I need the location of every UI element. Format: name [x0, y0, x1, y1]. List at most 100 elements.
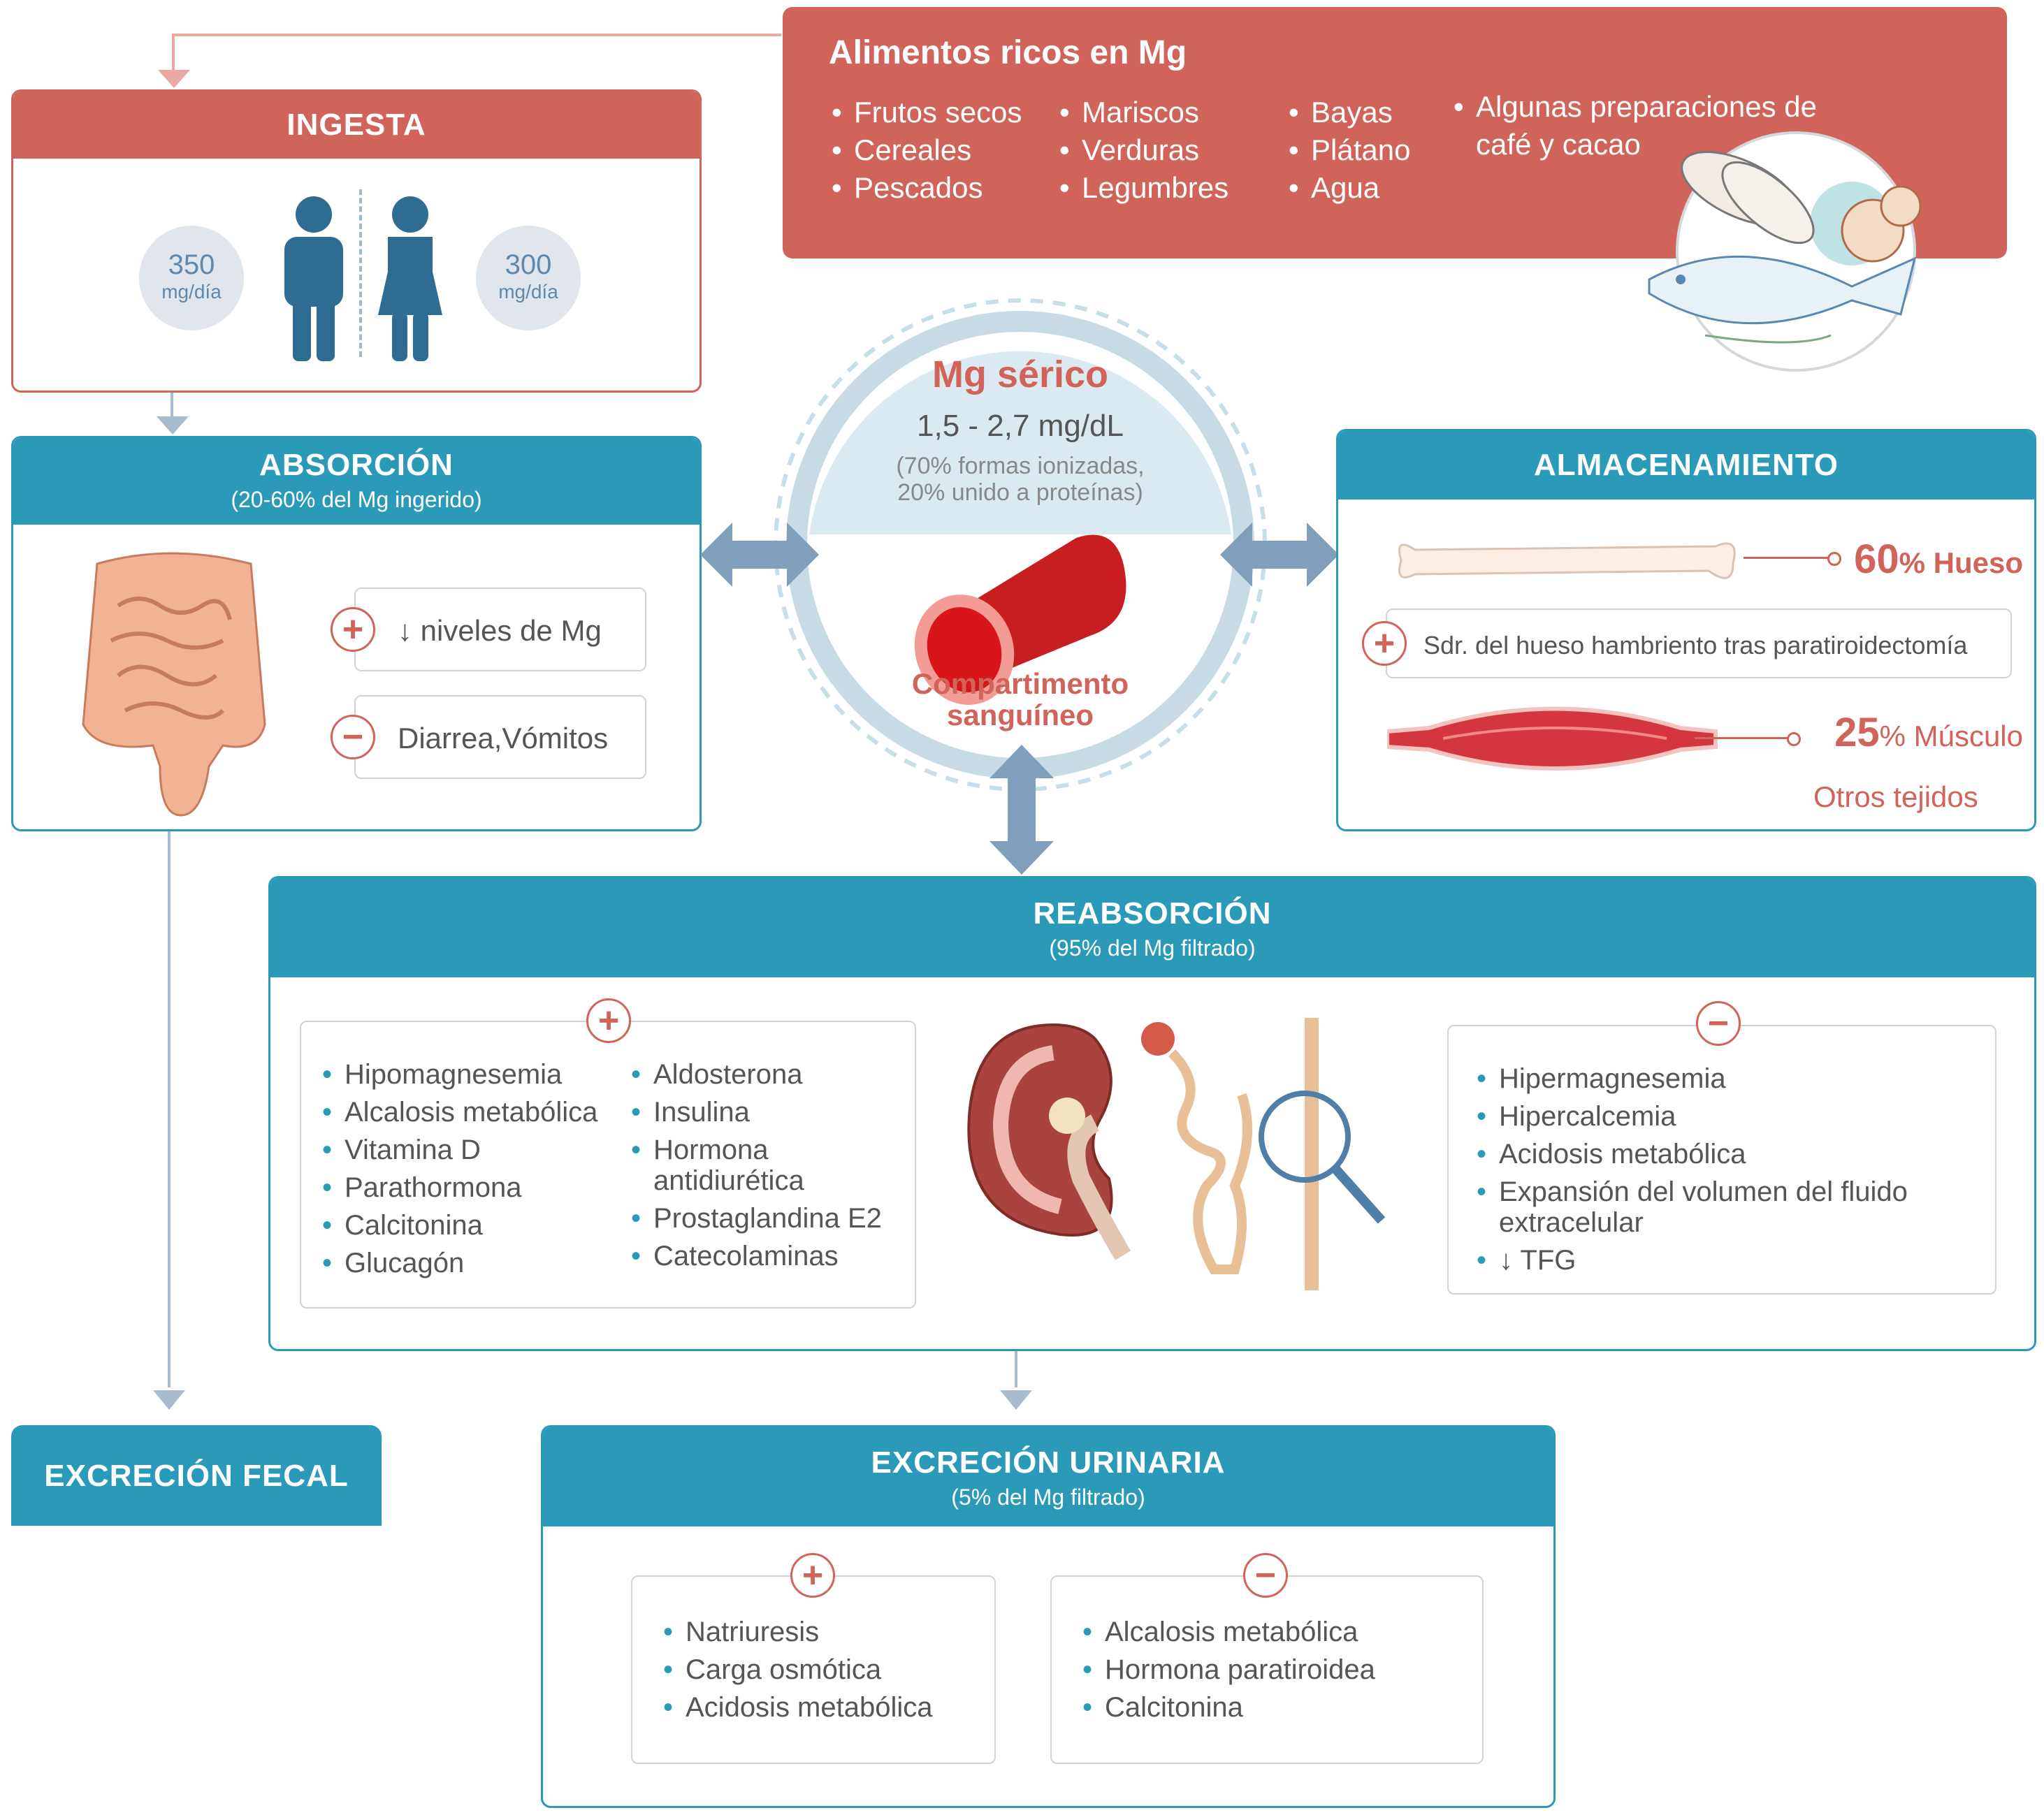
bone-label: % Hueso: [1899, 546, 2023, 579]
food-item: Frutos secos: [832, 94, 1022, 131]
almacenamiento-header: ALMACENAMIENTO: [1338, 431, 2034, 500]
kidney-illustration: [967, 1023, 1131, 1260]
serum-title: Mg sérico: [932, 353, 1109, 395]
muscle-stat: 25% Músculo: [1785, 709, 2023, 756]
muscle-icon: [1387, 706, 1718, 771]
muscle-connector-dot: [1787, 732, 1801, 746]
factor-item: Catecolaminas: [631, 1237, 904, 1275]
urinaria-panel: EXCRECIÓN URINARIA (5% del Mg filtrado) …: [541, 1425, 1556, 1808]
female-dose-value: 300: [505, 249, 552, 280]
factor-item: Calcitonina: [322, 1207, 597, 1244]
reabsorcion-minus-icon: −: [1696, 1001, 1741, 1046]
absorcion-minus-box: Diarrea,Vómitos: [354, 695, 646, 779]
ingesta-panel: INGESTA 350 mg/día 300 mg/día: [11, 89, 702, 393]
fecal-title: EXCRECIÓN FECAL: [44, 1459, 349, 1493]
factor-item: Prostaglandina E2: [631, 1200, 904, 1237]
foods-title: Alimentos ricos en Mg: [829, 34, 1187, 71]
foods-col3: Bayas Plátano Agua: [1289, 94, 1410, 207]
absorcion-title: ABSORCIÓN: [259, 448, 454, 482]
factor-item: Glucagón: [322, 1244, 597, 1282]
almacenamiento-title: ALMACENAMIENTO: [1533, 448, 1839, 482]
food-item: Cereales: [832, 131, 1022, 169]
male-dose-value: 350: [168, 249, 215, 280]
intestine-illustration: [82, 552, 266, 817]
absorcion-panel: ABSORCIÓN (20-60% del Mg ingerido) ↓ niv…: [11, 436, 702, 831]
urinaria-plus-box: Natriuresis Carga osmótica Acidosis meta…: [631, 1575, 996, 1764]
food-item: Agua: [1289, 169, 1410, 207]
muscle-connector: [1695, 737, 1792, 739]
factor-item: Aldosterona: [631, 1056, 904, 1093]
serum-almacenamiento-arrow: [1220, 523, 1339, 587]
bone-stat: 60% Hueso: [1813, 536, 2023, 583]
food-item: Legumbres: [1059, 169, 1228, 207]
factor-item: Natriuresis: [663, 1613, 933, 1651]
absorcion-to-fecal-line: [168, 829, 171, 1387]
intake-connector-vertical: [172, 34, 175, 75]
foods-col1: Frutos secos Cereales Pescados: [832, 94, 1022, 207]
serum-note-1: (70% formas ionizadas,: [896, 453, 1145, 479]
reabsorcion-to-urinaria-line: [1015, 1351, 1017, 1387]
factor-item: Vitamina D: [322, 1131, 597, 1169]
absorcion-plus-box: ↓ niveles de Mg: [354, 588, 646, 671]
urinaria-minus-icon: −: [1243, 1553, 1288, 1598]
intake-arrowhead: [158, 70, 190, 88]
serum-note-2: 20% unido a proteínas): [897, 479, 1143, 506]
female-icon: [378, 196, 442, 361]
reabsorcion-plus-col1: Hipomagnesemia Alcalosis metabólica Vita…: [322, 1056, 597, 1282]
absorcion-plus-text: ↓ niveles de Mg: [398, 614, 602, 647]
compartment-label-2: sanguíneo: [946, 699, 1094, 731]
factor-item: Parathormona: [322, 1169, 597, 1207]
urinaria-header: EXCRECIÓN URINARIA (5% del Mg filtrado): [543, 1427, 1553, 1526]
reabsorcion-plus-box: Hipomagnesemia Alcalosis metabólica Vita…: [300, 1021, 916, 1309]
bone-note-text: Sdr. del hueso hambriento tras paratiroi…: [1423, 631, 1968, 659]
ingesta-title: INGESTA: [287, 108, 426, 142]
urinaria-minus-box: Alcalosis metabólica Hormona paratiroide…: [1050, 1575, 1484, 1764]
reabsorcion-to-urinaria-arrowhead: [1000, 1390, 1032, 1410]
reabsorcion-header: REABSORCIÓN (95% del Mg filtrado): [270, 878, 2034, 977]
absorcion-minus-icon: −: [331, 715, 375, 759]
factor-item: Hipermagnesemia: [1477, 1060, 1966, 1098]
reabsorcion-title: REABSORCIÓN: [1033, 896, 1272, 931]
almacenamiento-panel: ALMACENAMIENTO 60% Hueso Sdr. del hueso …: [1336, 429, 2036, 831]
female-dose-circle: 300 mg/día: [476, 226, 581, 330]
absorcion-header: ABSORCIÓN (20-60% del Mg ingerido): [13, 438, 700, 525]
foods-col2: Mariscos Verduras Legumbres: [1059, 94, 1228, 207]
male-icon: [284, 196, 343, 361]
factor-item: Alcalosis metabólica: [322, 1093, 597, 1131]
reabsorcion-plus-col2: Aldosterona Insulina Hormona antidiuréti…: [631, 1056, 904, 1275]
muscle-label: % Músculo: [1879, 720, 2023, 752]
reabsorcion-minus-list: Hipermagnesemia Hipercalcemia Acidosis m…: [1477, 1060, 1966, 1279]
urinaria-plus-icon: +: [790, 1553, 835, 1598]
absorcion-serum-arrow: [700, 523, 819, 587]
food-item: Plátano: [1289, 131, 1410, 169]
female-dose-unit: mg/día: [498, 281, 558, 302]
factor-item: Hipercalcemia: [1477, 1098, 1966, 1135]
urinaria-plus-list: Natriuresis Carga osmótica Acidosis meta…: [663, 1613, 933, 1726]
factor-item: Calcitonina: [1082, 1689, 1375, 1726]
reabsorcion-plus-icon: +: [586, 998, 631, 1043]
male-dose-circle: 350 mg/día: [139, 226, 244, 330]
food-item: Algunas preparaciones de café y cacao: [1454, 88, 1817, 163]
factor-item: Expansión del volumen del fluido extrace…: [1477, 1173, 1966, 1241]
gender-divider: [359, 189, 362, 357]
bone-note-plus-icon: +: [1362, 621, 1407, 666]
factor-item: Alcalosis metabólica: [1082, 1613, 1375, 1651]
absorcion-minus-text: Diarrea,Vómitos: [398, 722, 609, 755]
compartment-label-1: Compartimento: [911, 667, 1129, 700]
absorcion-to-fecal-arrowhead: [153, 1390, 185, 1410]
fecal-panel: EXCRECIÓN FECAL: [11, 1425, 382, 1526]
reabsorcion-panel: REABSORCIÓN (95% del Mg filtrado) Hipoma…: [268, 876, 2036, 1351]
urinaria-minus-list: Alcalosis metabólica Hormona paratiroide…: [1082, 1613, 1375, 1726]
factor-item: Insulina: [631, 1093, 904, 1131]
food-item: Verduras: [1059, 131, 1228, 169]
foods-col4: Algunas preparaciones de café y cacao: [1454, 88, 1817, 163]
serum-reabsorcion-arrow: [990, 745, 1054, 875]
absorcion-plus-icon: +: [331, 607, 375, 652]
urinaria-title: EXCRECIÓN URINARIA: [871, 1445, 1226, 1480]
bone-note-box: Sdr. del hueso hambriento tras paratiroi…: [1386, 608, 2012, 678]
muscle-pct: 25: [1834, 710, 1880, 755]
factor-item: Acidosis metabólica: [663, 1689, 933, 1726]
bone-icon: [1398, 542, 1736, 579]
factor-item: Hipomagnesemia: [322, 1056, 597, 1093]
nephron-illustration: [1141, 1018, 1386, 1290]
